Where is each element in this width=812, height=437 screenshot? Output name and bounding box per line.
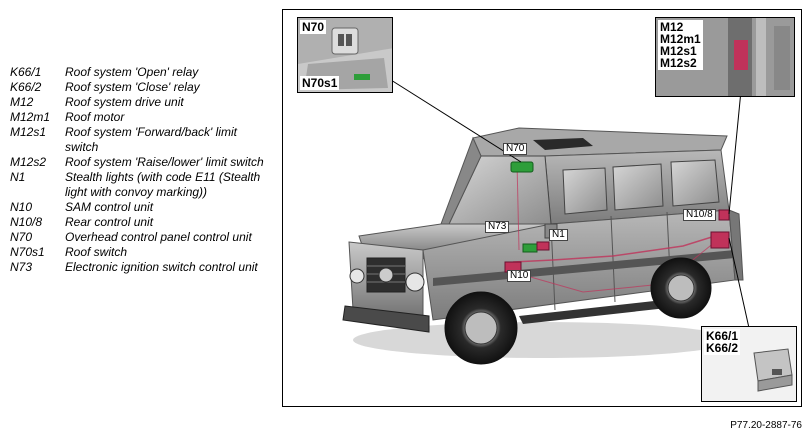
legend-code: M12s1	[10, 125, 47, 139]
n70-component	[510, 161, 534, 173]
k66-inset-labels: K66/1 K66/2	[704, 329, 741, 355]
legend-description: Roof system drive unit	[65, 95, 184, 109]
legend-row: M12s1 Roof system 'Forward/back' limit sw…	[10, 125, 272, 155]
legend-row: N1 Stealth lights (with code E11 (Stealth…	[10, 170, 272, 200]
legend-code: N10/8	[10, 215, 43, 229]
callout-n10: N10	[507, 270, 532, 282]
legend-description: Roof system 'Forward/back' limit switch	[65, 125, 237, 154]
legend-code: M12m1	[10, 110, 51, 124]
legend-description: Overhead control panel control unit	[65, 230, 252, 244]
m12-inset: M12 M12m1 M12s1 M12s2	[655, 17, 795, 97]
legend-code: N73	[10, 260, 33, 274]
legend-description: Roof switch	[65, 245, 128, 259]
legend-code: K66/2	[10, 80, 42, 94]
legend-row: M12 Roof system drive unit	[10, 95, 272, 110]
callout-n70: N70	[503, 143, 528, 155]
legend-row: K66/1 Roof system 'Open' relay	[10, 65, 272, 80]
n73-component	[522, 243, 538, 253]
legend-code: N70s1	[10, 245, 45, 259]
legend-row: N10/8 Rear control unit	[10, 215, 272, 230]
n70-inset-title: N70	[300, 20, 327, 34]
callout-n10-8: N10/8	[683, 209, 716, 221]
n10-8-component	[710, 231, 730, 249]
n70s1-inset-label: N70s1	[300, 76, 340, 90]
callout-n73: N73	[485, 221, 510, 233]
legend-description: Rear control unit	[65, 215, 154, 229]
legend-code: N70	[10, 230, 33, 244]
legend-code: K66/1	[10, 65, 42, 79]
n1-component	[536, 241, 550, 251]
legend-code: N1	[10, 170, 26, 184]
legend-code: N10	[10, 200, 33, 214]
legend-row: M12m1 Roof motor	[10, 110, 272, 125]
legend-description: Roof system 'Close' relay	[65, 80, 200, 94]
n70-inset: N70 N70s1	[297, 17, 393, 93]
legend-row: M12s2 Roof system 'Raise/lower' limit swi…	[10, 155, 272, 170]
legend-description: Roof system 'Open' relay	[65, 65, 199, 79]
legend-row: N73 Electronic ignition switch control un…	[10, 260, 272, 275]
legend-row: N70s1 Roof switch	[10, 245, 272, 260]
legend-description: Roof system 'Raise/lower' limit switch	[65, 155, 264, 169]
legend-row: K66/2 Roof system 'Close' relay	[10, 80, 272, 95]
m12-inset-labels: M12 M12m1 M12s1 M12s2	[658, 20, 703, 70]
callout-n1: N1	[549, 229, 568, 241]
legend-description: SAM control unit	[65, 200, 154, 214]
k66-component	[718, 209, 730, 221]
k66-inset: K66/1 K66/2	[701, 326, 797, 402]
legend-description: Electronic ignition switch control unit	[65, 260, 258, 274]
diagram-frame: N70 N70s1 M12 M12m1 M12s1 M12s2 K66/1 K6…	[282, 9, 802, 407]
vehicle-illustration	[342, 69, 750, 365]
legend-description: Stealth lights (with code E11 (Stealth l…	[65, 170, 261, 199]
legend-description: Roof motor	[65, 110, 125, 124]
reference-number: P77.20-2887-76	[730, 420, 802, 431]
legend-code: M12	[10, 95, 34, 109]
legend-code: M12s2	[10, 155, 47, 169]
legend-row: N70 Overhead control panel control unit	[10, 230, 272, 245]
legend-row: N10 SAM control unit	[10, 200, 272, 215]
